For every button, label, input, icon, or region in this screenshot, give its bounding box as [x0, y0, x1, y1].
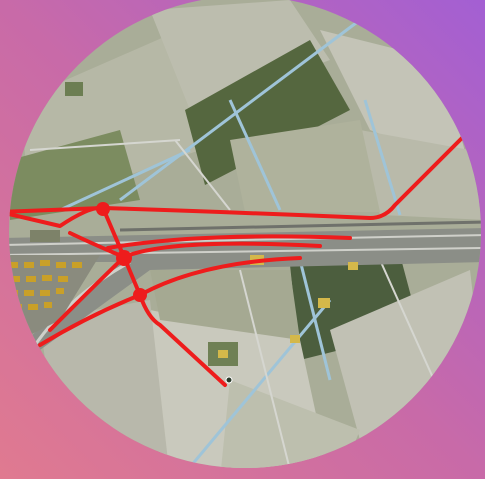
motorway-ramp-sw: [33, 260, 131, 346]
canal-3: [228, 99, 282, 211]
farm-e3: [290, 335, 300, 343]
route-line-south-east: [138, 256, 302, 297]
farm-nw: [30, 230, 60, 242]
waterways: [59, 18, 402, 468]
canal-6: [59, 148, 191, 212]
route-line-lower-west: [38, 293, 142, 347]
field-dark-strip: [185, 40, 350, 185]
route-line-west-upper: [9, 206, 105, 214]
junction-node-center[interactable]: [116, 250, 132, 266]
route-endpoint-marker[interactable]: [225, 376, 233, 384]
route-line-south-west: [48, 255, 126, 332]
motorway-lane-2: [9, 247, 481, 256]
route-line-main-east: [106, 234, 352, 250]
junction-node-south[interactable]: [133, 288, 147, 302]
road-3: [239, 269, 291, 468]
field-green-w: [10, 130, 140, 220]
canal-1: [119, 18, 361, 202]
farm-e: [318, 298, 330, 308]
field-n: [150, 0, 330, 110]
motorway-lane-1: [9, 234, 481, 246]
field-center-n: [230, 120, 380, 212]
route-line-north-spur: [101, 206, 126, 259]
farm-e2: [348, 262, 358, 270]
field-center-s: [150, 270, 300, 340]
canal-2: [363, 99, 402, 216]
junction-node-north[interactable]: [96, 202, 110, 216]
road-1: [29, 139, 181, 151]
route-line-middle: [122, 241, 322, 259]
canal-5: [178, 299, 332, 468]
farm-ne-top: [65, 82, 83, 96]
junction-nodes: [96, 202, 147, 302]
railway: [119, 220, 481, 232]
road-2: [174, 139, 231, 211]
roads: [29, 139, 471, 468]
